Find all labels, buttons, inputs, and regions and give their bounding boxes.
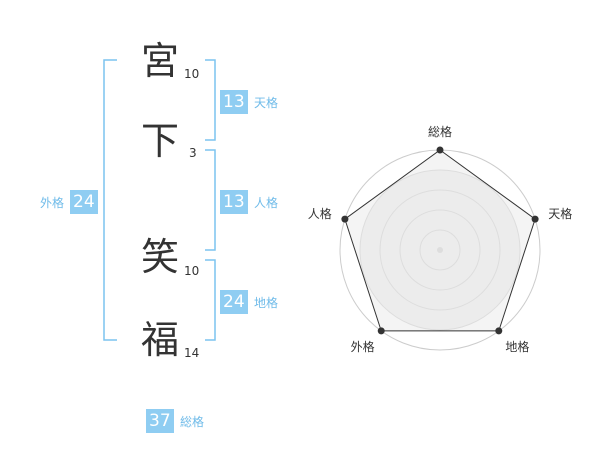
name-char-2: 下 [141,119,180,163]
soukaku-label: 総格 [180,415,205,429]
jinkaku-label: 人格 [254,196,279,210]
tenkaku-bracket [205,59,216,141]
tenkaku-badge: 13 [220,90,248,114]
chikaku-bracket [205,259,216,341]
radar-axis-label: 地格 [505,340,530,355]
radar-axis-label: 天格 [548,206,573,221]
radar-point [531,215,539,223]
gaikaku-badge: 24 [70,190,98,214]
name-char-1: 宮 [141,39,180,83]
name-char-4: 福 [141,318,180,362]
radar-point [495,327,503,335]
tenkaku-label: 天格 [254,96,279,110]
stroke-count-4: 14 [184,346,200,360]
gaikaku-label: 外格 [40,196,65,210]
jinkaku-bracket [205,149,216,251]
radar-axis-label: 外格 [350,340,375,355]
radar-point [377,327,385,335]
stroke-count-1: 10 [184,67,200,81]
radar-point [341,215,349,223]
name-char-3: 笑 [141,235,180,279]
chikaku-label: 地格 [254,296,279,310]
stroke-count-3: 10 [184,264,200,278]
chikaku-badge: 24 [220,290,248,314]
radar-series [344,149,536,332]
radar-axis-label: 人格 [307,206,332,221]
stroke-count-2: 3 [189,146,197,160]
jinkaku-badge: 13 [220,190,248,214]
gaikaku-bracket [103,59,117,341]
radar-axis-label: 総格 [428,125,453,139]
radar-point [436,146,444,154]
soukaku-badge: 37 [146,409,174,433]
